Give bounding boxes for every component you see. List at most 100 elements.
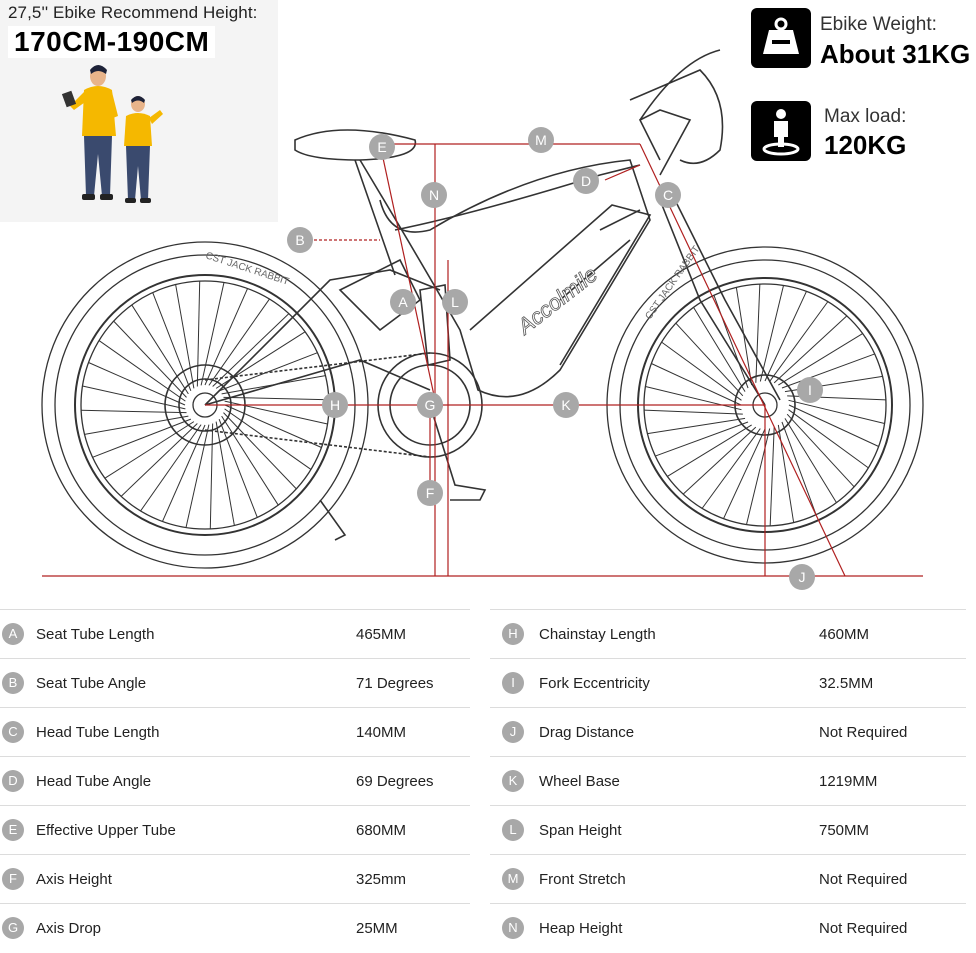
spoke (175, 284, 195, 389)
spoke (713, 295, 749, 389)
spoke (769, 301, 829, 382)
row-value: 465MM (356, 626, 407, 643)
row-value: 1219MM (819, 773, 878, 790)
row-badge: A (2, 623, 24, 645)
marker-H: H (322, 392, 348, 418)
row-badge: E (2, 819, 24, 841)
row-name: Drag Distance (539, 724, 635, 741)
row-badge: C (2, 721, 24, 743)
svg-text:M: M (535, 132, 547, 148)
marker-I: I (797, 377, 823, 403)
table-row: H Chainstay Length 460MM (490, 609, 966, 659)
weight-icon (751, 8, 811, 68)
spoke (200, 282, 225, 386)
svg-text:F: F (426, 485, 435, 501)
table-row: B Seat Tube Angle 71 Degrees (0, 658, 470, 708)
row-value: Not Required (819, 920, 908, 937)
spoke (682, 426, 757, 495)
spoke (81, 409, 187, 414)
row-value: 140MM (356, 724, 407, 741)
row-value: Not Required (819, 871, 908, 888)
person-load-icon (751, 101, 811, 161)
bike-line-art: CST JACK RABBIT CST JACK RABBIT Accolmil… (41, 49, 924, 569)
spoke (745, 428, 771, 525)
spoke (651, 363, 742, 406)
rear-wheel (41, 241, 369, 569)
spoke (784, 418, 837, 503)
svg-text:D: D (581, 173, 591, 189)
load-value: 120KG (824, 130, 907, 160)
spoke (773, 315, 848, 384)
spoke (82, 385, 186, 410)
table-row: G Axis Drop 25MM (0, 903, 470, 953)
line-head-tube (604, 164, 641, 181)
row-badge: M (502, 868, 524, 890)
svg-text:K: K (561, 397, 571, 413)
spoke (764, 291, 807, 382)
spoke (781, 421, 817, 515)
spoke (675, 322, 744, 397)
spoke (701, 428, 761, 509)
row-value: 460MM (819, 626, 870, 643)
marker-B: B (287, 227, 313, 253)
spoke (98, 340, 186, 402)
marker-K: K (553, 392, 579, 418)
row-badge: H (502, 623, 524, 645)
table-row: I Fork Eccentricity 32.5MM (490, 658, 966, 708)
svg-text:N: N (429, 187, 439, 203)
row-badge: J (502, 721, 524, 743)
svg-text:C: C (663, 187, 673, 203)
recommend-height-value: 170CM-190CM (8, 26, 216, 58)
spoke (223, 412, 297, 490)
row-value: 69 Degrees (356, 773, 434, 790)
table-row: E Effective Upper Tube 680MM (0, 805, 470, 855)
weight-value: About 31KG (820, 39, 971, 69)
spoke (723, 428, 766, 519)
spoke (759, 285, 785, 382)
adult-figure (61, 65, 118, 200)
table-row: L Span Height 750MM (490, 805, 966, 855)
row-value: 32.5MM (819, 675, 874, 692)
table-row: A Seat Tube Length 465MM (0, 609, 470, 659)
spoke (786, 413, 855, 488)
marker-D: D (573, 168, 599, 194)
spoke (224, 404, 322, 448)
diagram-markers: A B C D E F G H I J K L M N (287, 127, 823, 590)
svg-text:B: B (295, 232, 304, 248)
table-row: K Wheel Base 1219MM (490, 756, 966, 806)
spoke (104, 421, 195, 479)
spoke (84, 415, 189, 435)
row-value: 325mm (356, 871, 407, 888)
row-value: 25MM (356, 920, 398, 937)
spoke (204, 288, 248, 386)
marker-A: A (390, 289, 416, 315)
svg-text:A: A (398, 294, 408, 310)
marker-N: N (421, 182, 447, 208)
row-name: Span Height (539, 822, 622, 839)
spoke (667, 424, 752, 477)
row-name: Fork Eccentricity (539, 675, 650, 692)
spoke (140, 424, 202, 512)
row-name: Head Tube Length (36, 724, 160, 741)
bike-geometry-diagram: CST JACK RABBIT CST JACK RABBIT Accolmil… (41, 49, 924, 590)
table-row: N Heap Height Not Required (490, 903, 966, 953)
spoke (755, 284, 761, 383)
spoke (644, 409, 743, 415)
bike-frame (164, 49, 781, 541)
svg-text:I: I (808, 382, 812, 398)
spoke (735, 287, 753, 386)
spoke (223, 396, 329, 401)
spoke (162, 424, 206, 522)
line-seat-tube (379, 143, 436, 401)
spoke (661, 341, 742, 401)
row-badge: I (502, 672, 524, 694)
marker-C: C (655, 182, 681, 208)
load-label: Max load: (824, 106, 907, 127)
row-badge: G (2, 917, 24, 939)
table-row: F Axis Height 325mm (0, 854, 470, 904)
spoke (92, 418, 192, 458)
svg-text:L: L (451, 294, 459, 310)
spoke (693, 307, 746, 392)
svg-text:H: H (330, 397, 340, 413)
spoke (781, 353, 875, 389)
